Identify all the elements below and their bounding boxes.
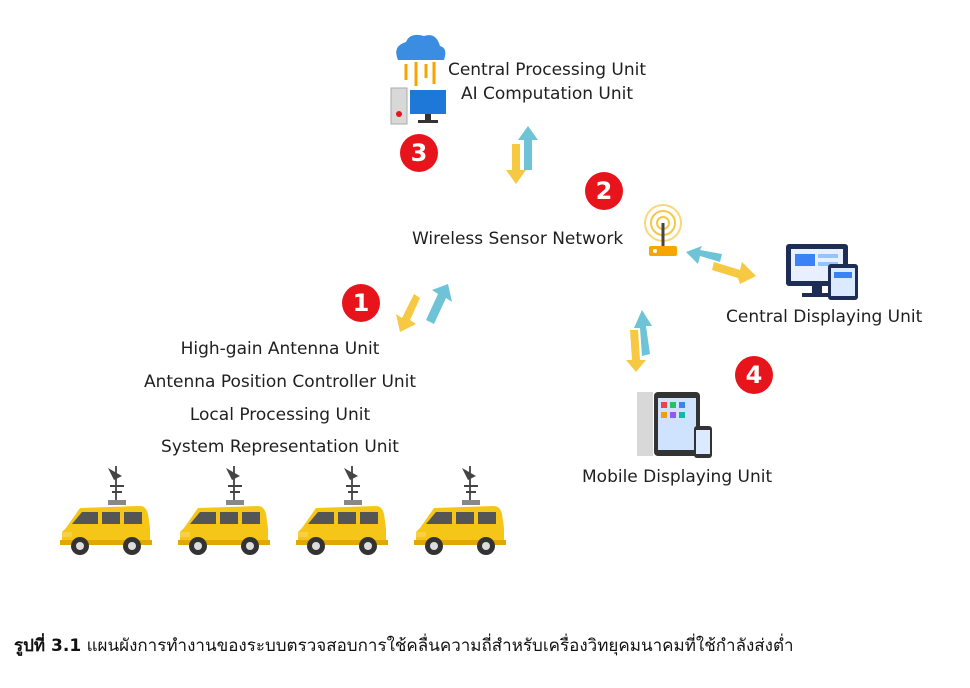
arrows-cpu-network bbox=[506, 126, 538, 184]
central-display-label: Central Displaying Unit bbox=[726, 307, 923, 327]
central-processing-line1: Central Processing Unit bbox=[447, 60, 647, 80]
central-processing-icon bbox=[390, 34, 446, 125]
desktop-display-icon bbox=[786, 244, 858, 300]
arrows-vehicles-network bbox=[396, 284, 452, 332]
van-icon-4 bbox=[413, 465, 507, 556]
vehicle-unit-line: Local Processing Unit bbox=[189, 405, 371, 425]
router-icon bbox=[644, 204, 682, 256]
vehicle-unit-line: Antenna Position Controller Unit bbox=[143, 372, 417, 392]
badge-3: 3 bbox=[400, 134, 438, 172]
badge-4: 4 bbox=[735, 356, 773, 394]
vehicle-unit-line: System Representation Unit bbox=[161, 437, 399, 457]
van-icon-3 bbox=[295, 465, 389, 556]
figure-caption-text: แผนผังการทำงานของระบบตรวจสอบการใช้คลื่นค… bbox=[86, 636, 794, 656]
mobile-display-label: Mobile Displaying Unit bbox=[582, 467, 773, 487]
arrows-network-central-display bbox=[686, 246, 756, 284]
vehicle-units-label: High-gain Antenna Unit Antenna Position … bbox=[140, 339, 420, 457]
van-icon-1 bbox=[59, 465, 153, 556]
badge-2: 2 bbox=[585, 172, 623, 210]
van-icon-2 bbox=[177, 465, 271, 556]
arrows-network-mobile-display bbox=[626, 310, 652, 372]
badge-1: 1 bbox=[342, 284, 380, 322]
vehicle-unit-line: High-gain Antenna Unit bbox=[180, 339, 380, 359]
mobile-display-icon bbox=[637, 392, 712, 458]
network-label: Wireless Sensor Network bbox=[412, 229, 624, 249]
central-processing-label: Central Processing Unit AI Computation U… bbox=[440, 60, 654, 105]
central-processing-line2: AI Computation Unit bbox=[460, 84, 634, 105]
figure-caption: รูปที่ 3.1 แผนผังการทำงานของระบบตรวจสอบก… bbox=[14, 632, 970, 659]
figure-number: รูปที่ 3.1 bbox=[14, 636, 82, 656]
